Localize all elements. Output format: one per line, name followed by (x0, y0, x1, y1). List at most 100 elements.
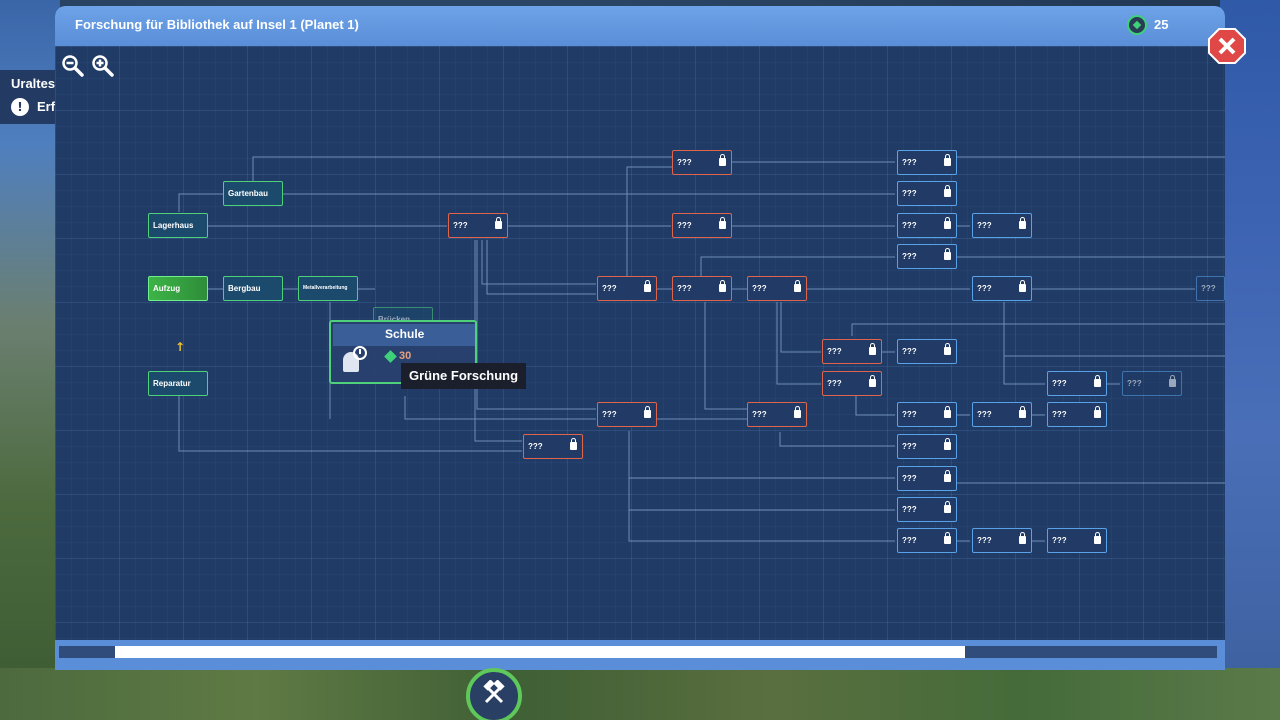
node-label: ??? (1052, 536, 1067, 545)
node-label: ??? (528, 442, 543, 451)
locked-node[interactable]: ??? (822, 339, 882, 364)
node-label: ??? (1052, 410, 1067, 419)
horizontal-scrollbar[interactable] (55, 640, 1225, 670)
node-label: ??? (977, 410, 992, 419)
node-label: ??? (752, 284, 767, 293)
locked-node[interactable]: ??? (897, 150, 957, 175)
node-label: Aufzug (153, 284, 181, 293)
titlebar: Forschung für Bibliothek auf Insel 1 (Pl… (55, 6, 1225, 46)
node-label: ??? (752, 410, 767, 419)
node-label: ??? (827, 379, 842, 388)
quest-panel[interactable] (0, 70, 62, 124)
node-aufzug[interactable]: Aufzug (148, 276, 208, 301)
locked-node[interactable]: ??? (897, 213, 957, 238)
lock-icon (944, 470, 951, 482)
locked-node[interactable]: ??? (972, 402, 1032, 427)
node-label: Reparatur (153, 379, 191, 388)
node-label: ??? (977, 536, 992, 545)
close-button[interactable] (1208, 28, 1246, 64)
lock-icon (944, 185, 951, 197)
locked-node[interactable]: ??? (897, 181, 957, 206)
lock-icon (869, 343, 876, 355)
locked-node[interactable]: ??? (1047, 402, 1107, 427)
locked-node[interactable]: ??? (448, 213, 508, 238)
lock-icon (869, 375, 876, 387)
locked-node[interactable]: ??? (972, 528, 1032, 553)
node-gartenbau[interactable]: Gartenbau (223, 181, 283, 206)
node-reparatur[interactable]: Reparatur (148, 371, 208, 396)
node-label: ??? (902, 442, 917, 451)
tooltip-cost: 30 (399, 350, 412, 362)
locked-node[interactable]: ??? (897, 528, 957, 553)
lock-icon (794, 406, 801, 418)
locked-node[interactable]: ??? (1196, 276, 1225, 301)
lock-icon (944, 438, 951, 450)
lock-icon (495, 217, 502, 229)
node-label: Metallverarbeitung (303, 285, 348, 291)
lock-icon (944, 343, 951, 355)
node-label: ??? (1201, 284, 1216, 293)
research-points: 25 (1154, 17, 1169, 32)
node-label: ??? (977, 284, 992, 293)
locked-node[interactable]: ??? (897, 434, 957, 459)
locked-node[interactable]: ??? (597, 402, 657, 427)
game-world-bottom (0, 668, 1280, 720)
node-label: Bergbau (228, 284, 261, 293)
node-lagerhaus[interactable]: Lagerhaus (148, 213, 208, 238)
node-label: ??? (1127, 379, 1142, 388)
locked-node[interactable]: ??? (1047, 371, 1107, 396)
locked-node[interactable]: ??? (672, 150, 732, 175)
locked-node[interactable]: ??? (672, 213, 732, 238)
lock-icon (944, 217, 951, 229)
locked-node[interactable]: ??? (897, 339, 957, 364)
locked-node[interactable]: ??? (897, 466, 957, 491)
node-label: ??? (677, 158, 692, 167)
lock-icon (1019, 406, 1026, 418)
locked-node[interactable]: ??? (897, 402, 957, 427)
locked-node[interactable]: ??? (597, 276, 657, 301)
locked-node[interactable]: ??? (523, 434, 583, 459)
tooltip-header (333, 324, 475, 346)
locked-node[interactable]: ??? (897, 244, 957, 269)
locked-node[interactable]: ??? (672, 276, 732, 301)
scroll-thumb[interactable] (115, 646, 965, 658)
zoom-out-button[interactable] (61, 54, 85, 78)
tooltip-title: Schule (385, 327, 425, 341)
lock-icon (944, 248, 951, 260)
node-label: Gartenbau (228, 189, 269, 198)
node-bergbau[interactable]: Bergbau (223, 276, 283, 301)
locked-node[interactable]: ??? (897, 497, 957, 522)
research-points-icon (1127, 15, 1147, 35)
lock-icon (944, 501, 951, 513)
research-tree-canvas[interactable]: Gartenbau Lagerhaus Aufzug ↑ Bergbau Met… (55, 46, 1225, 640)
lock-icon (644, 406, 651, 418)
node-metallverarbeitung[interactable]: Metallverarbeitung (298, 276, 358, 301)
lock-icon (944, 406, 951, 418)
node-label: ??? (902, 189, 917, 198)
node-label: ??? (902, 474, 917, 483)
quest-text: Erf (37, 99, 56, 114)
zoom-in-button[interactable] (91, 54, 115, 78)
lock-icon (1094, 532, 1101, 544)
tree-connections (178, 156, 1225, 542)
game-world-right (1220, 0, 1280, 720)
locked-node[interactable]: ??? (972, 276, 1032, 301)
locked-node[interactable]: ??? (822, 371, 882, 396)
hammer-icon (483, 680, 505, 704)
build-menu-button[interactable] (466, 668, 522, 720)
node-label: ??? (902, 158, 917, 167)
node-label: ??? (902, 410, 917, 419)
research-window: Forschung für Bibliothek auf Insel 1 (Pl… (55, 6, 1225, 670)
locked-node[interactable]: ??? (747, 402, 807, 427)
locked-node[interactable]: ??? (1047, 528, 1107, 553)
locked-node[interactable]: ??? (972, 213, 1032, 238)
category-tooltip: Grüne Forschung (401, 363, 527, 389)
research-points-icon (384, 350, 397, 363)
lock-icon (944, 532, 951, 544)
locked-node[interactable]: ??? (1122, 371, 1182, 396)
upgrade-arrow-icon: ↑ (175, 340, 186, 354)
node-label: ??? (827, 347, 842, 356)
locked-node[interactable]: ??? (747, 276, 807, 301)
node-label: ??? (602, 284, 617, 293)
node-label: ??? (453, 221, 468, 230)
